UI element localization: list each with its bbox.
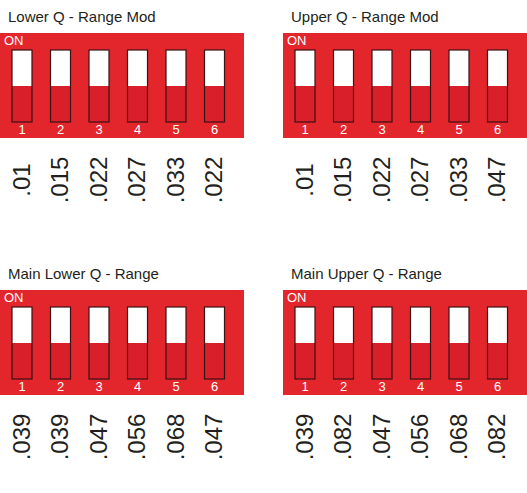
capacitor-value: .082	[331, 414, 357, 461]
switch-levers	[0, 33, 244, 138]
capacitor-value: .015	[48, 157, 74, 204]
on-label: ON	[287, 291, 307, 305]
capacitor-value: .047	[369, 414, 395, 461]
capacitor-value: .022	[202, 157, 228, 204]
capacitor-value: .022	[369, 157, 395, 204]
capacitor-value: .039	[292, 414, 318, 461]
switch-number: 5	[455, 122, 462, 137]
capacitor-value: .01	[9, 163, 35, 196]
switch-title: Lower Q - Range Mod	[8, 8, 156, 25]
capacitor-value: .022	[86, 157, 112, 204]
dip-switch: Main Lower Q - RangeON123456	[0, 290, 244, 395]
switch-levers	[283, 33, 527, 138]
on-label: ON	[287, 34, 307, 48]
on-label: ON	[4, 291, 24, 305]
capacitor-value: .033	[163, 157, 189, 204]
capacitor-value: .039	[48, 414, 74, 461]
capacitor-value: .047	[86, 414, 112, 461]
switch-number: 3	[378, 379, 385, 394]
dip-switch: Upper Q - Range ModON123456	[283, 33, 527, 138]
switch-number: 5	[172, 379, 179, 394]
switch-number: 6	[494, 122, 501, 137]
switch-levers	[0, 290, 244, 395]
switch-number: 6	[211, 122, 218, 137]
capacitor-value: .027	[125, 157, 151, 204]
switch-number: 1	[301, 122, 308, 137]
capacitor-value: .027	[408, 157, 434, 204]
switch-levers	[283, 290, 527, 395]
switch-title: Upper Q - Range Mod	[291, 8, 439, 25]
switch-number: 3	[95, 379, 102, 394]
switch-number: 5	[172, 122, 179, 137]
switch-number: 5	[455, 379, 462, 394]
capacitor-value: .015	[331, 157, 357, 204]
dip-switch: Main Upper Q - RangeON123456	[283, 290, 527, 395]
switch-number: 4	[417, 379, 424, 394]
dip-switch: Lower Q - Range ModON123456	[0, 33, 244, 138]
capacitor-value: .047	[485, 157, 511, 204]
switch-number: 2	[57, 379, 64, 394]
switch-number: 1	[18, 379, 25, 394]
switch-number: 3	[95, 122, 102, 137]
capacitor-value: .082	[485, 414, 511, 461]
switch-number: 2	[57, 122, 64, 137]
on-label: ON	[4, 34, 24, 48]
switch-number: 6	[211, 379, 218, 394]
capacitor-value: .039	[9, 414, 35, 461]
switch-number: 6	[494, 379, 501, 394]
capacitor-value: .068	[163, 414, 189, 461]
switch-number: 3	[378, 122, 385, 137]
capacitor-value: .056	[408, 414, 434, 461]
switch-title: Main Upper Q - Range	[291, 265, 442, 282]
capacitor-value: .056	[125, 414, 151, 461]
switch-number: 2	[340, 122, 347, 137]
switch-title: Main Lower Q - Range	[8, 265, 159, 282]
switch-number: 1	[18, 122, 25, 137]
switch-number: 1	[301, 379, 308, 394]
capacitor-value: .068	[446, 414, 472, 461]
capacitor-value: .01	[292, 163, 318, 196]
switch-number: 2	[340, 379, 347, 394]
switch-number: 4	[134, 379, 141, 394]
capacitor-value: .047	[202, 414, 228, 461]
switch-number: 4	[417, 122, 424, 137]
switch-number: 4	[134, 122, 141, 137]
capacitor-value: .033	[446, 157, 472, 204]
